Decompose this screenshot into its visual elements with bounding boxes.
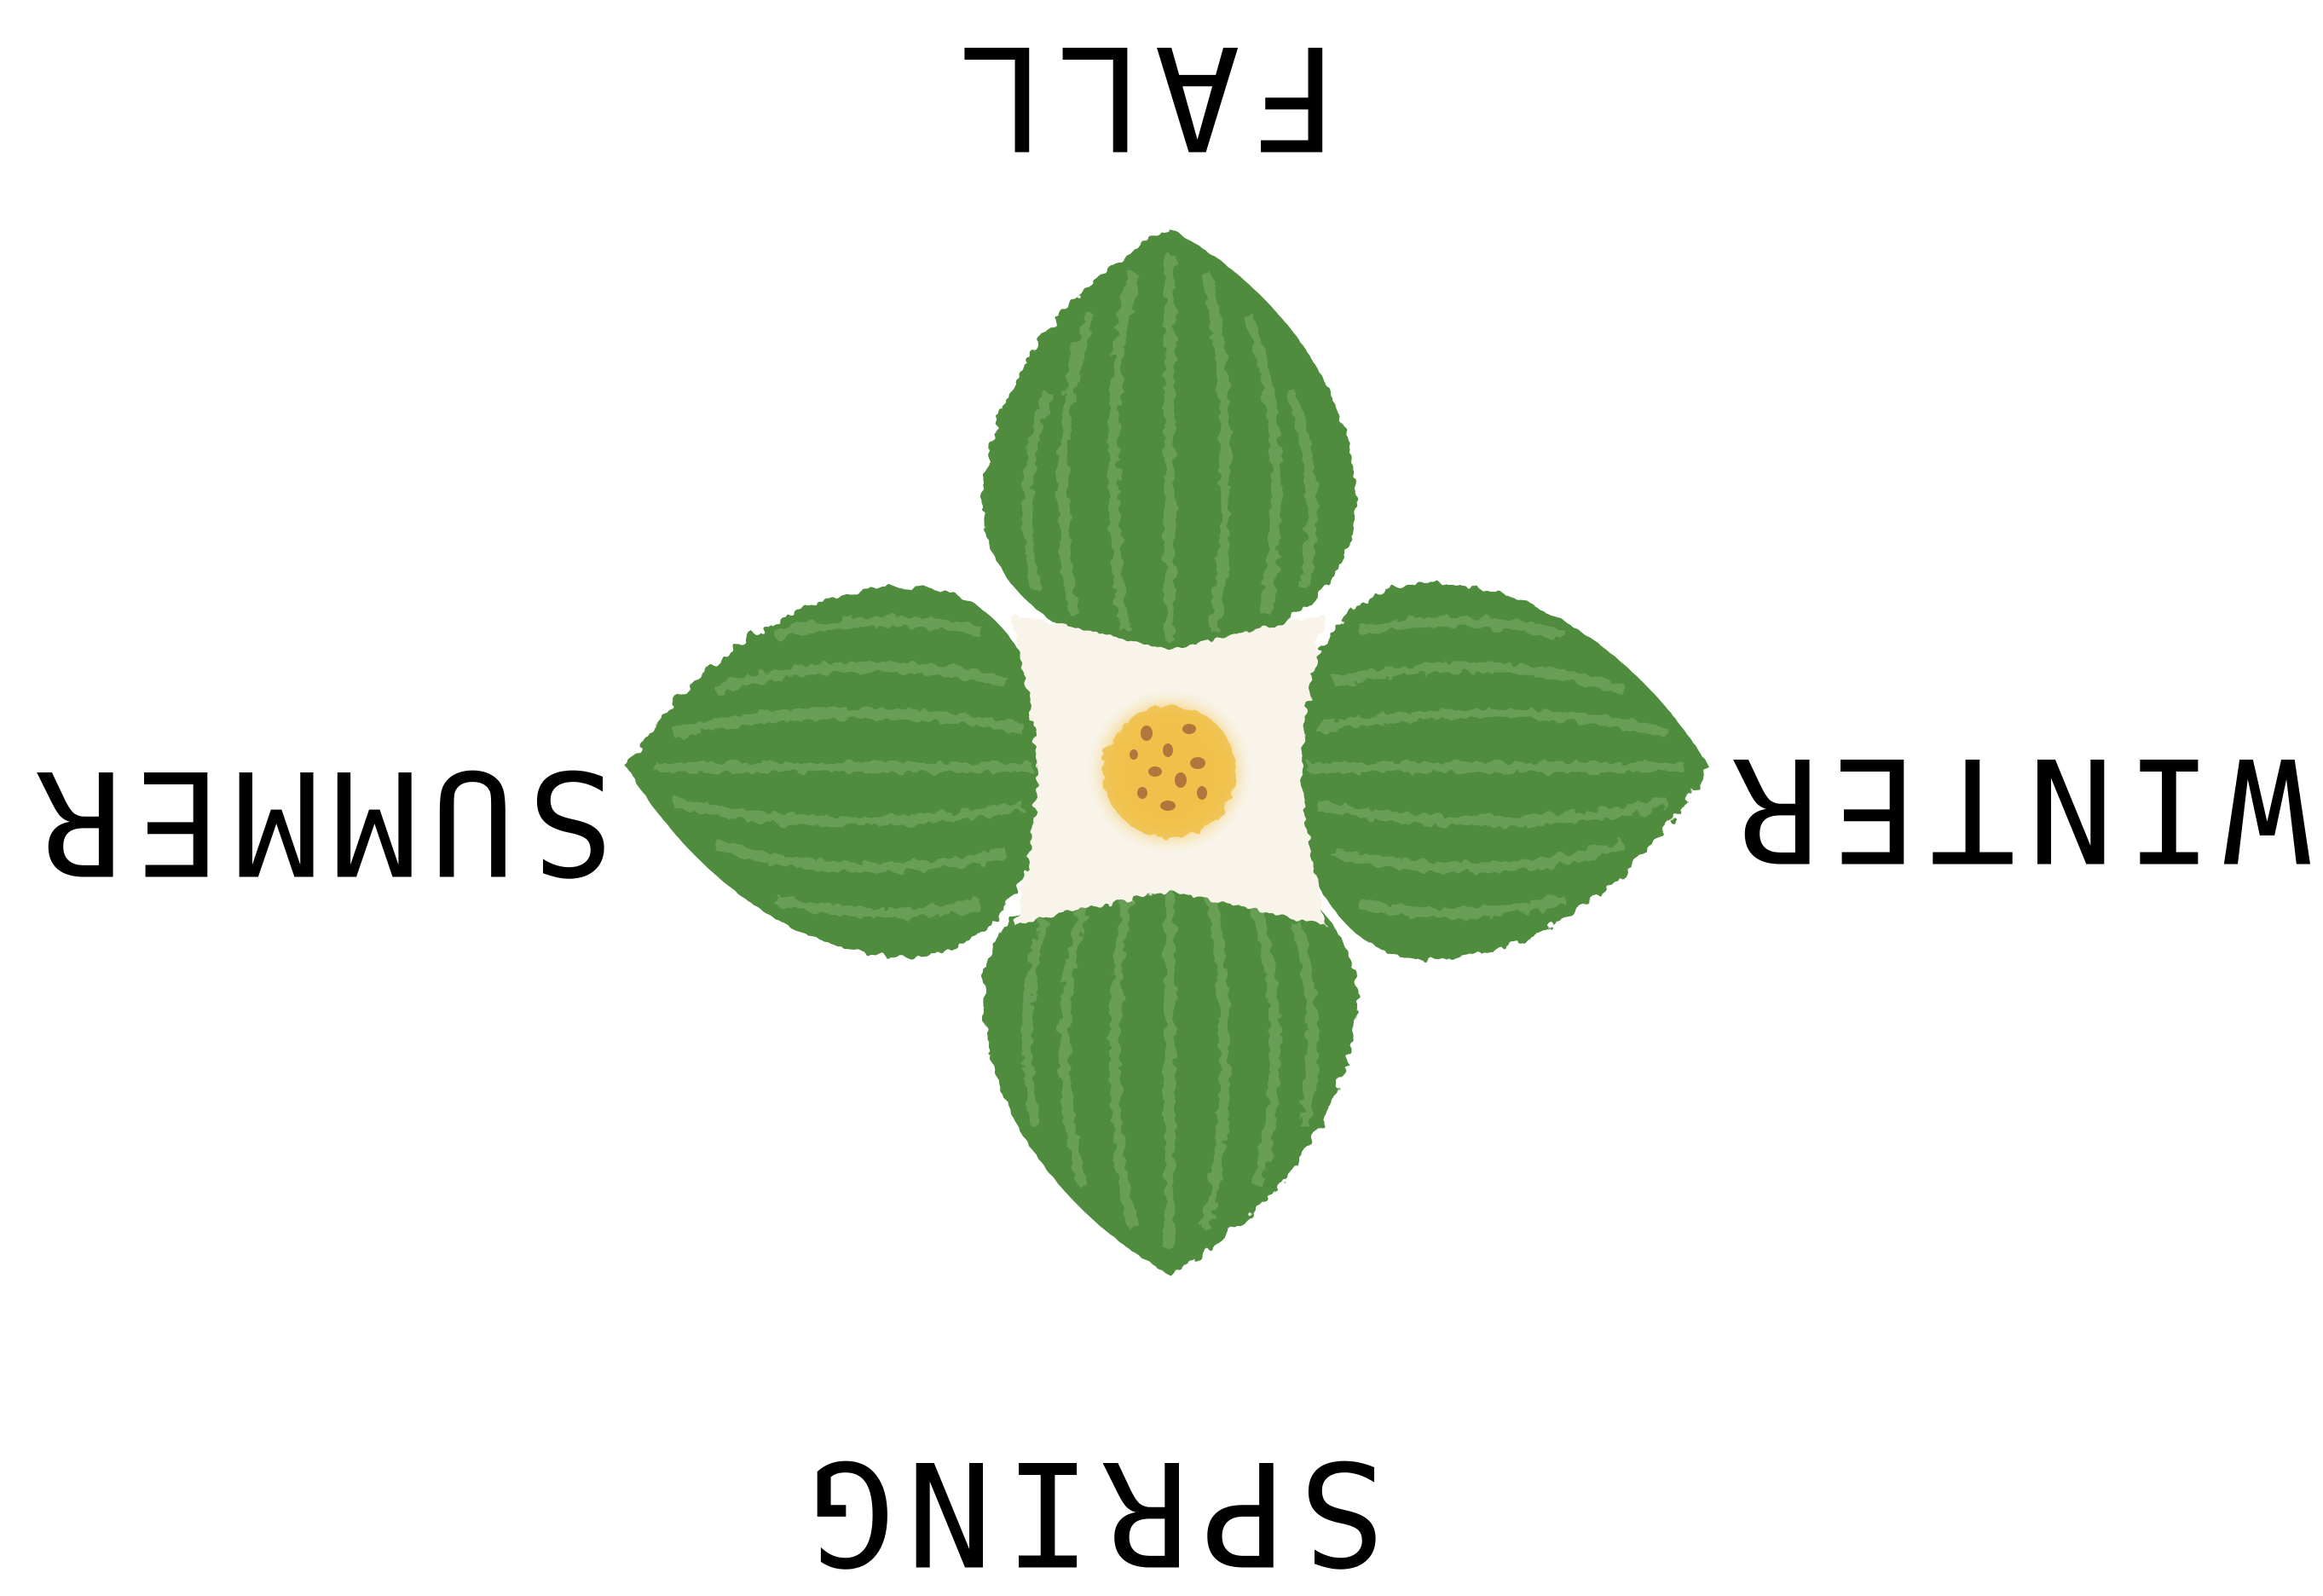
flower-core [1084, 686, 1255, 857]
leaf-left [627, 587, 1053, 957]
label-spring: SPRING [806, 1441, 1385, 1584]
leaf-right [1287, 583, 1709, 959]
label-summer: SUMMER [51, 750, 614, 893]
label-fall: FALL [942, 26, 1343, 169]
label-winter: WINTER [1748, 737, 2310, 881]
leaf-top [983, 228, 1355, 661]
